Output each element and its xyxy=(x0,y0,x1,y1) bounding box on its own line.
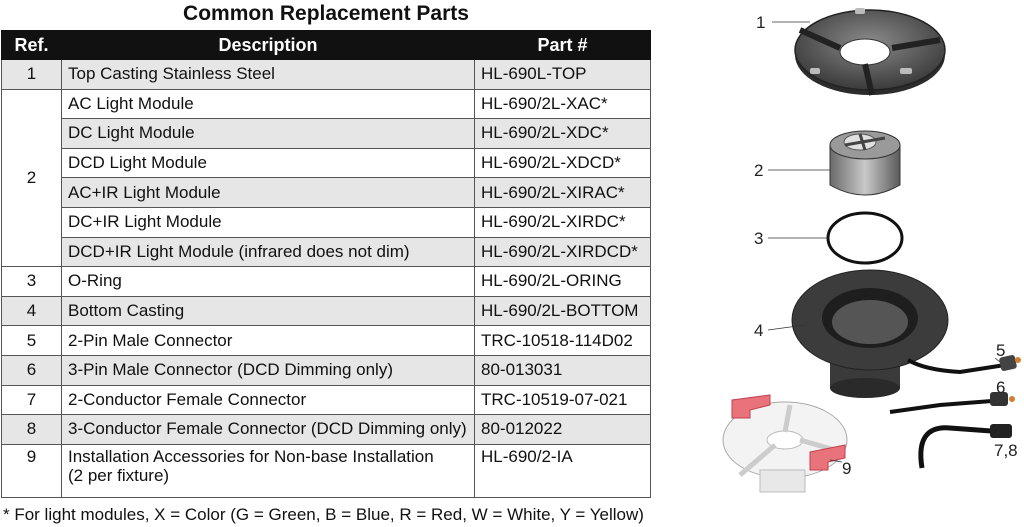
accessory-clip-red xyxy=(731,394,771,419)
callout-7-8: 7,8 xyxy=(994,441,1018,460)
row-description: DCD Light Module xyxy=(61,147,475,179)
part-3-o-ring xyxy=(826,211,904,265)
table-header-row: Ref. Description Part # xyxy=(1,30,651,60)
row-part: HL-690/2L-BOTTOM xyxy=(474,295,651,327)
row-ref: 4 xyxy=(1,295,62,327)
row-description: AC Light Module xyxy=(61,88,475,120)
part-4-bottom-casting xyxy=(791,269,949,398)
row-part: HL-690/2L-XIRAC* xyxy=(474,177,651,208)
parts-table: Ref. Description Part # 1 Top Casting St… xyxy=(1,30,651,498)
row-part: HL-690/2L-XIRDCD* xyxy=(474,236,651,268)
row-part: HL-690/2L-XAC* xyxy=(474,88,651,120)
exploded-parts-diagram: 1 2 3 4 5 6 7,8 9 xyxy=(722,8,1021,493)
table-row: DCD Light Module HL-690/2L-XDCD* xyxy=(2,147,651,179)
row-description: DC Light Module xyxy=(61,118,475,149)
row-description-line2: (2 per fixture) xyxy=(68,465,170,485)
table-row: DCD+IR Light Module (infrared does not d… xyxy=(2,236,651,268)
callout-lines xyxy=(767,21,1006,463)
callout-3: 3 xyxy=(754,229,763,248)
row-description: 3-Pin Male Connector (DCD Dimming only) xyxy=(61,354,475,386)
row-description: 3-Conductor Female Connector (DCD Dimmin… xyxy=(61,414,475,445)
table-row: 9 Installation Accessories for Non-base … xyxy=(1,443,651,498)
row-description: AC+IR Light Module xyxy=(61,177,475,208)
row-description: O-Ring xyxy=(61,266,475,297)
part-7-8-connector-cable xyxy=(918,424,1012,469)
row-part: 80-013031 xyxy=(474,354,651,386)
row-description: DCD+IR Light Module (infrared does not d… xyxy=(61,236,475,268)
row-ref: 9 xyxy=(1,443,62,498)
table-row: 7 2-Conductor Female Connector TRC-10519… xyxy=(1,384,651,416)
table-row: 1 Top Casting Stainless Steel HL-690L-TO… xyxy=(1,59,651,90)
part-5-cable xyxy=(906,355,1021,375)
callout-1: 1 xyxy=(756,13,765,32)
row-description: 2-Conductor Female Connector xyxy=(61,384,475,416)
row-ref: 2 xyxy=(1,88,62,268)
header-ref: Ref. xyxy=(1,30,62,60)
part-1-top-casting xyxy=(794,8,946,96)
part-2-light-module xyxy=(829,130,901,196)
part-6-cable xyxy=(889,392,1015,414)
row-ref: 8 xyxy=(1,414,62,445)
callout-9: 9 xyxy=(842,459,851,478)
callout-4: 4 xyxy=(754,321,763,340)
row-part: HL-690/2L-XIRDC* xyxy=(474,206,651,238)
row-ref: 3 xyxy=(1,266,62,297)
row-ref: 5 xyxy=(1,325,62,356)
row-part: 80-012022 xyxy=(474,414,651,445)
header-description: Description xyxy=(61,30,475,60)
row-part: HL-690/2L-XDC* xyxy=(474,118,651,149)
row-part: HL-690/2L-ORING xyxy=(474,266,651,297)
header-part: Part # xyxy=(474,30,651,60)
table-row: 6 3-Pin Male Connector (DCD Dimming only… xyxy=(1,354,651,386)
row-ref: 1 xyxy=(1,59,62,90)
table-row: 2 AC Light Module HL-690/2L-XAC* xyxy=(1,88,651,268)
part-9-installation-accessories xyxy=(722,394,848,493)
row-part: HL-690L-TOP xyxy=(474,59,651,90)
row-description: Installation Accessories for Non-base In… xyxy=(61,443,475,498)
table-row: DC Light Module HL-690/2L-XDC* xyxy=(2,118,651,149)
table-row: 4 Bottom Casting HL-690/2L-BOTTOM xyxy=(1,295,651,327)
row-description: Bottom Casting xyxy=(61,295,475,327)
table-row: 5 2-Pin Male Connector TRC-10518-114D02 xyxy=(1,325,651,356)
row-part: TRC-10518-114D02 xyxy=(474,325,651,356)
callout-6: 6 xyxy=(996,378,1005,397)
table-row: DC+IR Light Module HL-690/2L-XIRDC* xyxy=(2,206,651,238)
table-row: AC+IR Light Module HL-690/2L-XIRAC* xyxy=(2,177,651,208)
row-part: HL-690/2L-XDCD* xyxy=(474,147,651,179)
callout-5: 5 xyxy=(996,341,1005,360)
row-part: HL-690/2-IA xyxy=(474,443,651,498)
row-description-line1: Installation Accessories for Non-base In… xyxy=(68,446,434,466)
accessory-clip-red xyxy=(809,444,846,471)
callout-2: 2 xyxy=(754,161,763,180)
row-description: DC+IR Light Module xyxy=(61,206,475,238)
table-row: 8 3-Conductor Female Connector (DCD Dimm… xyxy=(1,414,651,445)
footnote: * For light modules, X = Color (G = Gree… xyxy=(3,505,644,524)
row-description: Top Casting Stainless Steel xyxy=(61,59,475,90)
page-title: Common Replacement Parts xyxy=(183,2,469,25)
row-part: TRC-10519-07-021 xyxy=(474,384,651,416)
row-description: 2-Pin Male Connector xyxy=(61,325,475,356)
row-ref: 6 xyxy=(1,354,62,386)
row-ref: 7 xyxy=(1,384,62,416)
table-row: 3 O-Ring HL-690/2L-ORING xyxy=(1,266,651,297)
